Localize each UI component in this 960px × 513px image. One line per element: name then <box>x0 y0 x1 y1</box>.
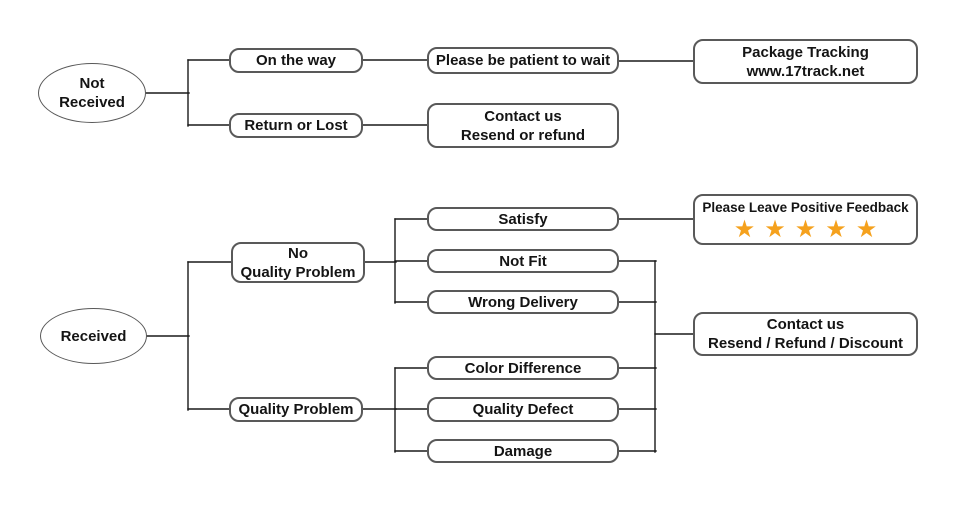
node-received: Received <box>40 308 147 364</box>
node-no-quality-problem: No Quality Problem <box>231 242 365 283</box>
node-label: Color Difference <box>464 359 582 377</box>
node-color-difference: Color Difference <box>427 356 619 380</box>
node-label: Quality Defect <box>472 401 574 418</box>
node-label: Contact us <box>484 107 562 125</box>
node-wrong-delivery: Wrong Delivery <box>427 290 619 314</box>
node-label: On the way <box>255 52 337 69</box>
node-not-received: Not Received <box>38 63 146 123</box>
node-return-or-lost: Return or Lost <box>229 113 363 138</box>
node-contact-us-resend-refund: Contact us Resend or refund <box>427 103 619 148</box>
node-label: Not <box>79 75 105 92</box>
node-label: Wrong Delivery <box>468 293 578 311</box>
node-label: Not Fit <box>499 252 547 270</box>
node-label: Please be patient to wait <box>435 52 611 69</box>
node-damage: Damage <box>427 439 619 463</box>
node-label: Return or Lost <box>244 117 348 134</box>
node-label: Received <box>60 327 127 345</box>
node-label: No <box>288 244 308 262</box>
tracking-url: www.17track.net <box>746 62 865 80</box>
node-please-be-patient: Please be patient to wait <box>427 47 619 74</box>
node-satisfy: Satisfy <box>427 207 619 231</box>
node-label: Quality Problem <box>238 401 354 418</box>
node-label: Received <box>59 94 125 111</box>
node-positive-feedback: Please Leave Positive Feedback ★★★★★ <box>693 194 918 245</box>
node-label: Satisfy <box>498 210 548 228</box>
star-rating-icons: ★★★★★ <box>733 215 887 243</box>
node-label: Resend / Refund / Discount <box>707 335 903 352</box>
node-label: Resend or refund <box>460 126 586 144</box>
node-package-tracking: Package Tracking www.17track.net <box>693 39 918 84</box>
node-quality-defect: Quality Defect <box>427 397 619 422</box>
node-not-fit: Not Fit <box>427 249 619 273</box>
node-contact-us-resend-refund-discount: Contact us Resend / Refund / Discount <box>693 312 918 356</box>
node-label: Quality Problem <box>240 263 356 281</box>
node-label: Package Tracking <box>742 43 869 61</box>
node-label: Contact us <box>766 316 845 333</box>
node-label: Please Leave Positive Feedback <box>702 199 909 215</box>
node-label: Damage <box>493 442 553 460</box>
node-on-the-way: On the way <box>229 48 363 73</box>
node-quality-problem: Quality Problem <box>229 397 363 422</box>
